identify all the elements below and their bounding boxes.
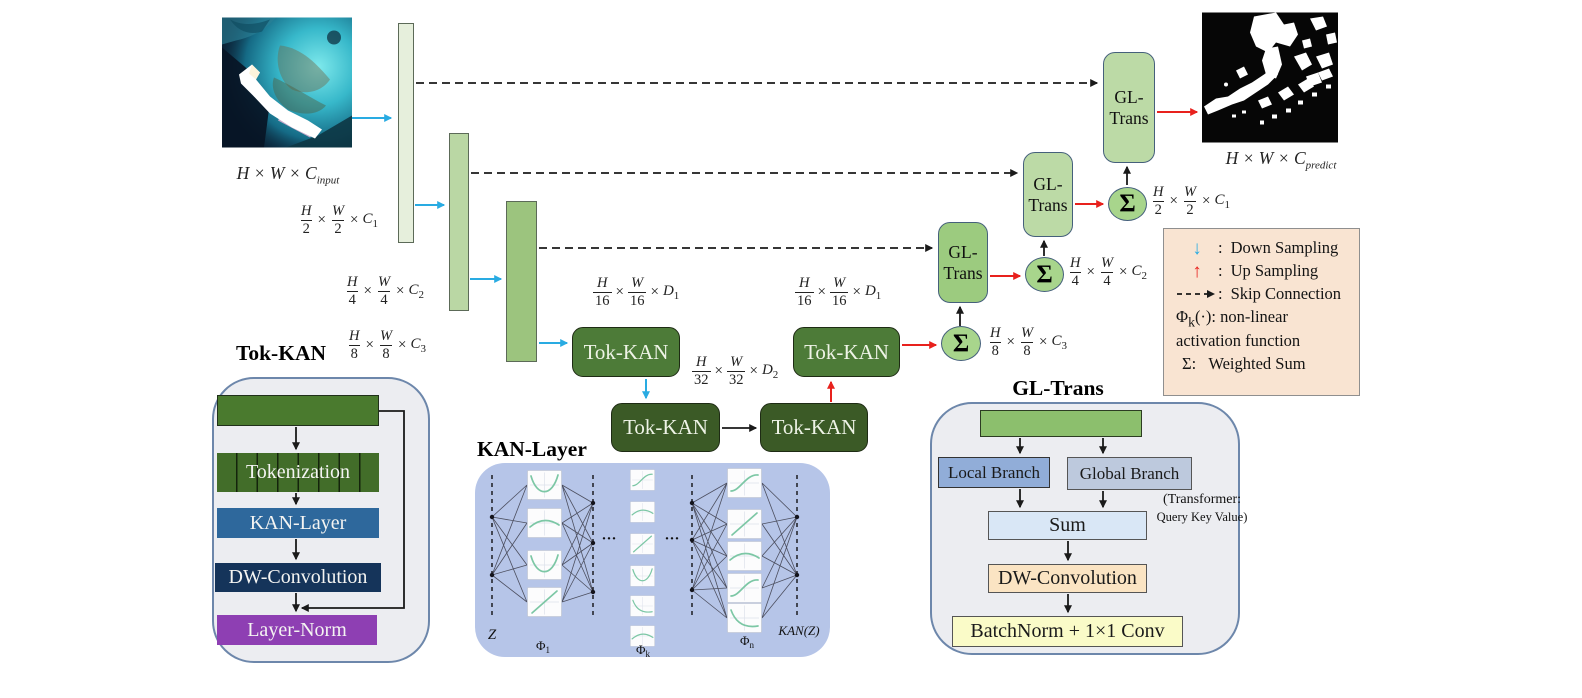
phi-symbol: Φk(·): <box>1176 307 1217 330</box>
sigma-symbol: Σ: <box>1182 354 1197 374</box>
tok-kan-detail-title: Tok-KAN <box>235 341 326 365</box>
kan-links-left-out <box>561 484 594 603</box>
input-dim-label: H × W × Cinput <box>236 163 340 187</box>
gl-detail-transformer-note: (Transformer:Query Key Value) <box>1156 492 1248 524</box>
legend-box: ↓ : Down Sampling ↑ : Up Sampling : Skip… <box>1163 228 1360 396</box>
legend-down-label: Down Sampling <box>1230 238 1339 257</box>
kan-links-left-in <box>491 484 528 603</box>
legend-colon: : <box>1218 284 1223 303</box>
tok-detail-input-bar <box>217 395 379 426</box>
kan-layer-detail-title: KAN-Layer <box>477 437 587 461</box>
gl-detail-batchnorm-bar: BatchNorm + 1×1 Conv <box>952 616 1183 647</box>
encoder-feature-bar-3 <box>506 201 537 362</box>
legend-row-down: ↓ : Down Sampling <box>1176 238 1351 258</box>
tok-detail-dw-conv-bar: DW-Convolution <box>215 563 381 592</box>
legend-phi-label-1: non-linear <box>1220 307 1288 326</box>
kan-ellipsis-left: ··· <box>601 531 616 547</box>
gl-detail-input-bar <box>980 410 1142 437</box>
gl-detail-sum-bar: Sum <box>988 511 1147 540</box>
legend-up-label: Up Sampling <box>1230 261 1319 280</box>
legend-phi-label-2: activation function <box>1176 331 1301 351</box>
skip-connection-icon <box>1176 289 1218 299</box>
legend-row-sigma: Σ: Weighted Sum <box>1182 354 1351 374</box>
down-sampling-icon: ↓ <box>1192 237 1202 259</box>
kan-label-phin: Φn <box>740 633 755 650</box>
tok-detail-layer-norm-bar: Layer-Norm <box>217 615 377 645</box>
gl-trans-block-1: GL-Trans <box>938 222 988 303</box>
weighted-sum-3: Σ <box>1108 187 1147 221</box>
kan-links-right-in <box>691 482 728 619</box>
kan-activation-cards <box>527 468 762 648</box>
encoder-feature-bar-2 <box>449 133 469 311</box>
weighted-sum-2: Σ <box>1025 257 1064 292</box>
output-mask-image <box>1202 12 1338 143</box>
kan-label-kanz: KAN(Z) <box>777 623 819 638</box>
tok-kan-block-1: Tok-KAN <box>572 327 680 377</box>
output-dim-label: H × W × Cpredict <box>1225 148 1337 172</box>
kan-ellipsis-right: ··· <box>664 531 679 547</box>
up-sampling-icon: ↑ <box>1192 260 1202 282</box>
gl-detail-dw-conv-bar: DW-Convolution <box>988 564 1147 593</box>
encoder-feature-bar-1 <box>398 23 414 243</box>
legend-colon: : <box>1218 261 1223 280</box>
tok-kan-block-4: Tok-KAN <box>793 327 900 377</box>
kan-layer-diagram: ··· ··· Z Φ1 Φk Φn KAN(Z) <box>488 468 820 657</box>
kan-label-phi1: Φ1 <box>536 638 550 655</box>
kan-label-phik: Φk <box>636 642 651 657</box>
kan-links-right-out <box>761 482 798 619</box>
gl-detail-local-branch: Local Branch <box>938 457 1050 488</box>
tok-detail-tokenization-bar: Tokenization <box>217 453 379 492</box>
legend-row-phi: Φk(·): non-linear activation function <box>1176 307 1351 351</box>
weighted-sum-1: Σ <box>941 326 981 361</box>
gl-trans-detail-title: GL-Trans <box>1012 376 1104 400</box>
gl-trans-block-2: GL-Trans <box>1023 152 1073 237</box>
tok-kan-block-3: Tok-KAN <box>760 403 868 452</box>
legend-skip-label: Skip Connection <box>1230 284 1342 303</box>
kan-label-z: Z <box>488 627 497 643</box>
kan-nodes <box>489 500 800 595</box>
legend-row-up: ↑ : Up Sampling <box>1176 261 1351 281</box>
tok-detail-kan-layer-bar: KAN-Layer <box>217 508 379 538</box>
legend-colon: : <box>1218 238 1223 257</box>
input-image <box>222 17 352 148</box>
tok-kan-block-2: Tok-KAN <box>611 403 720 452</box>
legend-row-skip: : Skip Connection <box>1176 284 1351 304</box>
legend-sigma-label: Weighted Sum <box>1208 354 1306 374</box>
gl-trans-block-3: GL-Trans <box>1103 52 1155 163</box>
gl-detail-global-branch: Global Branch <box>1067 457 1192 490</box>
